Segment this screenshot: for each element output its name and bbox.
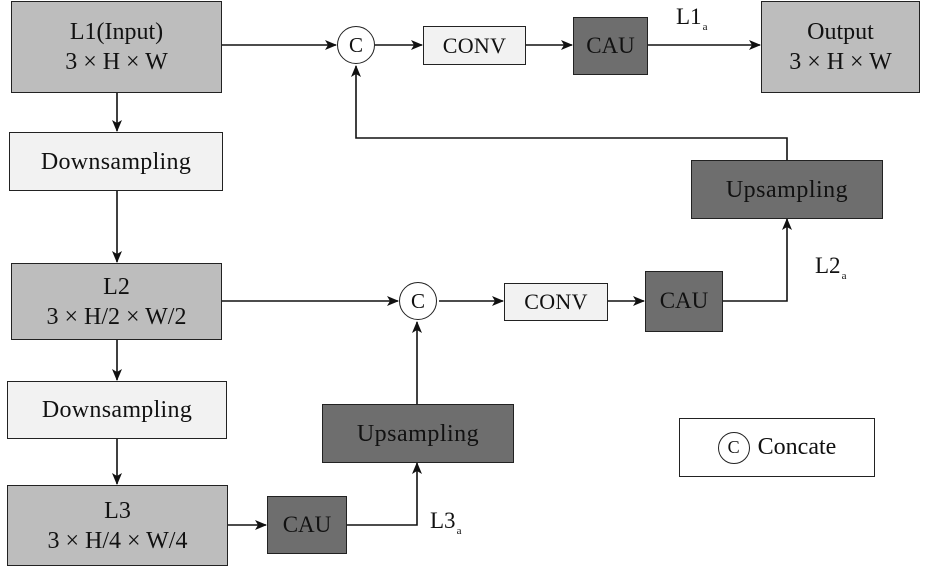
arrow-up-top-to-concat-top [351,65,788,160]
cau-block-mid: CAU [645,271,723,332]
l2a-label-sub: a [841,270,847,282]
upsampling-label-top: Upsampling [725,176,849,203]
output-dims: 3 × H × W [789,49,892,75]
l2-title: L2 [103,273,130,300]
concat-symbol-mid: C [410,288,425,313]
upsampling-label-bottom: Upsampling [356,420,480,447]
legend-concat-symbol: C [717,431,750,464]
l1-dims: 3 × H × W [65,49,168,75]
cau-block-top: CAU [573,17,648,75]
output-title: Output [807,19,874,45]
downsampling-block-1: Downsampling [9,132,223,191]
l1-title: L1(Input) [69,19,164,45]
legend-box: C Concate [679,418,875,477]
l1a-label: L1a [676,4,707,33]
conv-label-mid: CONV [524,289,588,315]
l2a-label-base: L2 [815,253,841,278]
output-block: Output 3 × H × W [761,1,920,93]
l2a-label: L2a [815,253,846,282]
concat-node-top: C [337,26,375,64]
downsampling-block-2: Downsampling [7,381,227,439]
concat-node-mid: C [399,282,437,320]
l1-input-block: L1(Input) 3 × H × W [11,1,222,93]
l1a-label-base: L1 [676,4,702,29]
conv-block-mid: CONV [504,283,608,321]
l3-title: L3 [104,497,131,524]
legend-symbol-letter: C [727,437,740,457]
l3-block: L3 3 × H/4 × W/4 [7,485,228,566]
cau-label-bottom: CAU [282,511,332,537]
l2-block: L2 3 × H/2 × W/2 [11,263,222,340]
upsampling-block-top: Upsampling [691,160,883,219]
l3a-label-sub: a [456,525,462,537]
l1a-label-sub: a [702,21,708,33]
downsampling-label-2: Downsampling [41,397,193,423]
cau-label-mid: CAU [659,288,709,314]
arrow-cau-mid-to-up-top [723,218,792,302]
upsampling-block-bottom: Upsampling [322,404,514,463]
arrow-cau-bottom-to-up-bottom [347,462,422,526]
l3-dims: 3 × H/4 × W/4 [47,527,188,554]
legend-text: Concate [757,434,837,460]
conv-label-top: CONV [442,32,507,58]
cau-label-top: CAU [586,32,635,58]
concat-symbol-top: C [348,32,363,57]
l2-dims: 3 × H/2 × W/2 [46,303,187,330]
l3a-label: L3a [430,508,461,537]
downsampling-label-1: Downsampling [40,148,192,175]
l3a-label-base: L3 [430,508,456,533]
conv-block-top: CONV [423,26,526,65]
cau-block-bottom: CAU [267,496,347,554]
